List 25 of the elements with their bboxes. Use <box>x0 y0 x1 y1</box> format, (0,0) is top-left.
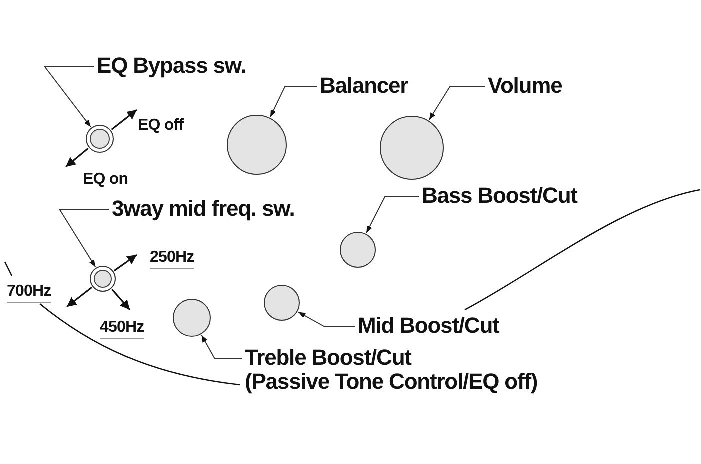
toggle-switch <box>90 266 116 292</box>
leader-line <box>59 210 110 268</box>
leader-line <box>428 86 486 120</box>
toggle-switch <box>86 125 114 153</box>
callout-label: Volume <box>488 74 562 98</box>
callout-label: EQ Bypass sw. <box>97 54 246 78</box>
position-label: 700Hz <box>7 282 52 303</box>
callout-label: Balancer <box>320 74 408 98</box>
callout-label: Treble Boost/Cut <box>245 346 413 370</box>
control-knob <box>173 299 211 337</box>
control-knob <box>340 232 376 268</box>
position-label: EQ on <box>83 170 128 190</box>
leader-line <box>201 334 242 360</box>
position-label: EQ off <box>138 116 184 136</box>
leader-line <box>44 66 94 128</box>
position-label: 250Hz <box>150 248 194 269</box>
callout-label: 3way mid freq. sw. <box>112 197 295 221</box>
control-knob <box>264 285 300 321</box>
leader-line <box>298 312 356 328</box>
callout-label: Mid Boost/Cut <box>358 314 500 338</box>
callout-note: (Passive Tone Control/EQ off) <box>245 370 538 394</box>
leader-line <box>366 196 420 234</box>
position-label: 450Hz <box>100 318 144 339</box>
leader-line <box>270 86 318 118</box>
callout-label: Bass Boost/Cut <box>422 184 578 208</box>
